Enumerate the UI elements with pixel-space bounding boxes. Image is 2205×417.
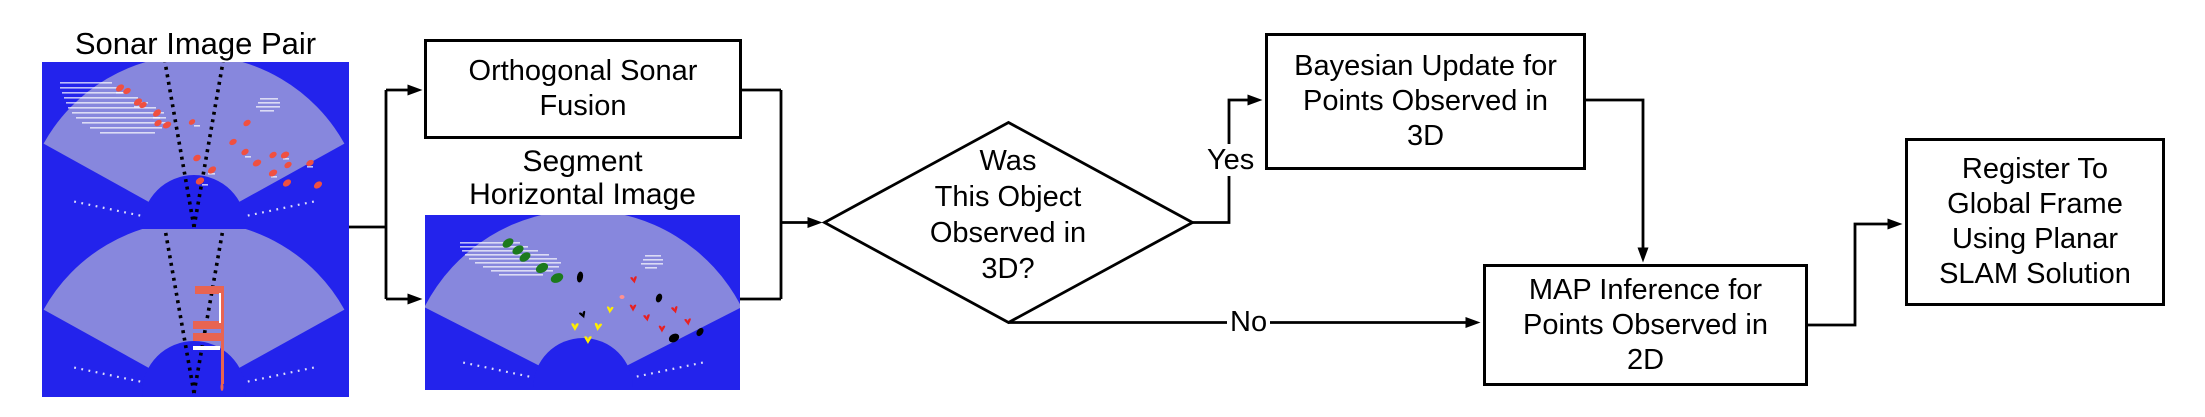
node-register-global-frame: Register To Global Frame Using Planar SL…	[1905, 138, 2165, 306]
segmented-sonar-image	[425, 215, 740, 390]
node-map-inference: MAP Inference for Points Observed in 2D	[1483, 264, 1808, 386]
edge-label-yes: Yes	[1204, 144, 1258, 176]
sonar-pair-title: Sonar Image Pair	[74, 26, 317, 61]
arrow-bayesian-to-map	[1586, 98, 1649, 263]
connector-trunk-lines	[349, 88, 783, 301]
arrow-map-to-register	[1808, 218, 1903, 327]
node-bayesian-update: Bayesian Update for Points Observed in 3…	[1265, 33, 1586, 170]
sonar-vertical-image	[42, 62, 349, 229]
segment-horizontal-label: Segment Horizontal Image	[469, 145, 696, 211]
node-orthogonal-sonar-fusion: Orthogonal Sonar Fusion	[424, 39, 742, 139]
decision-diamond-shape	[821, 120, 1196, 325]
node-decision-was-observed-3d: Was This Object Observed in 3D?	[929, 145, 1087, 285]
edge-label-no: No	[1227, 306, 1271, 338]
sonar-horizontal-image	[42, 229, 349, 397]
